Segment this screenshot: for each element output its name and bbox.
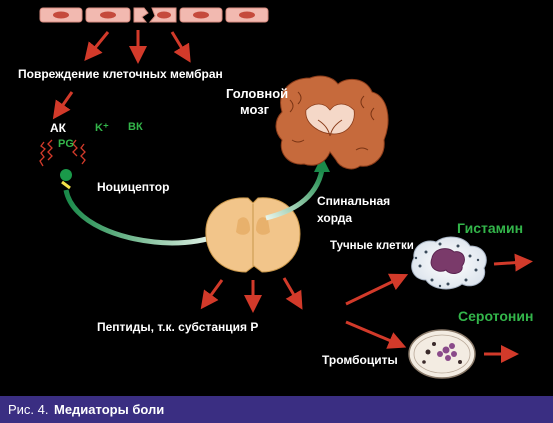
wave-line [72,139,78,157]
pain-mediators-diagram [39,7,533,379]
platelet [408,329,476,379]
spinal-arrows [200,277,303,313]
label-platelets: Тромбоциты [322,353,398,367]
label-membrane-damage: Повреждение клеточных мембран [18,67,223,81]
label-nociceptor: Ноцицептор [97,180,170,194]
label-bk: ВК [128,121,143,133]
label-spinal-line1: Спинальная [317,194,391,208]
arrow [282,277,303,310]
label-brain-line2: мозг [240,102,270,117]
arrow [345,273,409,306]
arrow [170,31,191,63]
pg-wave-lines [39,139,86,167]
wave-line [39,141,46,167]
arrow [200,279,224,310]
ascending-tract [265,169,325,221]
ascending-tract-head [314,156,330,172]
wave-line [47,139,53,161]
brain-section [275,75,389,170]
label-brain-line1: Головной [226,86,289,101]
arrow [52,91,74,120]
arrow [493,253,533,272]
mast-cell [411,236,487,290]
label-spinal-line2: хорда [317,211,353,225]
membrane-arrows [52,30,191,120]
afferent-nerve [63,189,217,246]
label-histamine: Гистамин [457,220,524,236]
wave-line [80,143,86,165]
label-serotonin: Серотонин [458,308,534,324]
nociceptor [60,169,72,190]
arrow [345,320,407,349]
caption-title: Медиаторы боли [54,402,165,417]
label-mast-cells: Тучные клетки [330,240,414,252]
cell-arrows [345,253,533,363]
arrow [84,31,110,61]
cell-membrane [39,7,269,23]
caption-bar: Рис. 4. Медиаторы боли [0,396,553,423]
label-peptides: Пептиды, т.к. субстанция Р [97,320,259,334]
label-ak: АК [50,121,66,135]
label-pg: PG [58,138,74,150]
caption-prefix: Рис. 4. [8,402,49,417]
label-k-plus: K⁺ [95,122,109,134]
